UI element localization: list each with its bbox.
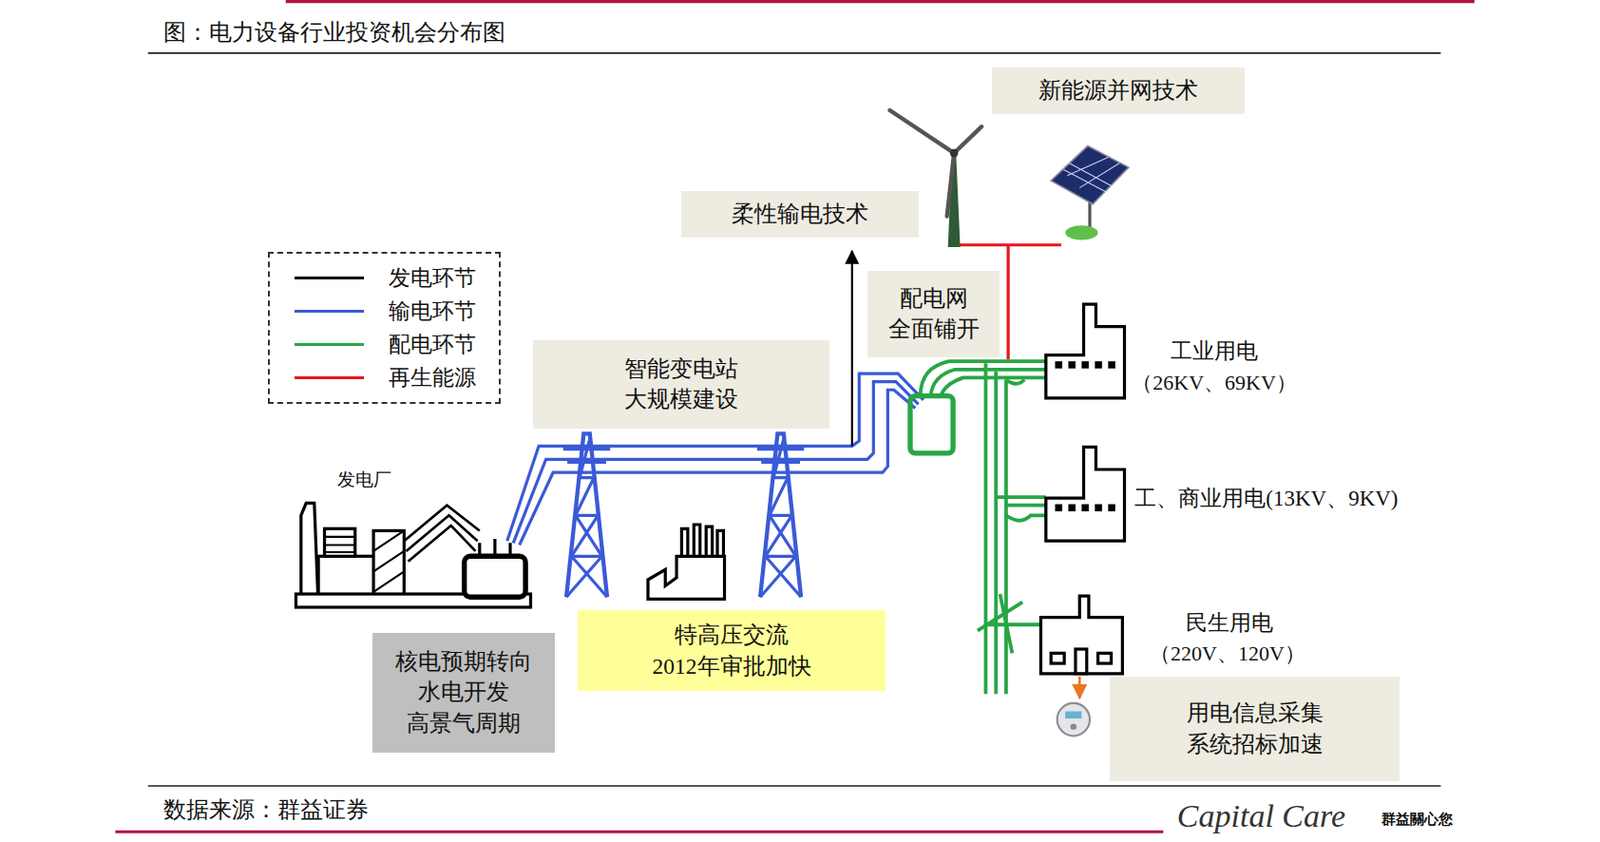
legend-line-sample [294, 376, 364, 380]
box-text: 用电信息采集 系统招标加速 [1186, 697, 1324, 760]
logo-slogan: 群益關心您 [1381, 810, 1453, 829]
box-text: 特高压交流 2012年审批加快 [652, 619, 812, 682]
callout-box: 配电网 全面铺开 [867, 270, 1001, 358]
legend-entry: 发电环节 [269, 261, 499, 295]
legend-entry: 输电环节 [269, 294, 499, 328]
solar-panel-icon [1065, 225, 1098, 240]
power-grid-illustration [757, 433, 804, 597]
power-grid-illustration [563, 433, 610, 597]
house-icon [1098, 652, 1112, 664]
power-plant-icon [324, 528, 356, 556]
callout-box: 智能变电站 大规模建设 [533, 340, 831, 429]
legend-line-sample [294, 276, 364, 280]
solar-panel-icon [1050, 146, 1129, 205]
meter-icon [1057, 703, 1090, 736]
factory-icon [647, 524, 725, 599]
factory-icon [681, 524, 724, 556]
callout-box: 柔性输电技术 [681, 190, 918, 237]
distribution-lines [930, 369, 1046, 397]
distribution-lines [977, 593, 1042, 653]
legend-box: 发电环节输电环节配电环节再生能源 [267, 251, 501, 404]
meter-icon [1065, 711, 1082, 720]
solar-panel-icon [1050, 146, 1129, 241]
legend-line-sample [294, 342, 364, 346]
meter-icon [1057, 703, 1090, 736]
box-text: 柔性输电技术 [731, 198, 869, 229]
box-text: 智能变电站 大规模建设 [624, 353, 739, 416]
distribution-lines [910, 361, 1047, 694]
distribution-lines [910, 396, 953, 454]
box-text: 配电网 全面铺开 [888, 283, 980, 345]
box-text: 核电预期转向 水电开发 高景气周期 [395, 646, 533, 739]
wind-turbine-icon [950, 149, 959, 158]
source-caption: 数据来源：群益证券 [163, 794, 369, 825]
legend-line-sample [294, 309, 364, 313]
callout-box: 特高压交流 2012年审批加快 [577, 609, 886, 691]
power-plant-icon [479, 538, 511, 556]
legend-entry: 配电环节 [269, 327, 499, 362]
house-icon [1040, 595, 1123, 674]
power-plant-icon [403, 505, 479, 562]
top-red-rule [285, 0, 1475, 3]
figure-title: 图：电力设备行业投资机会分布图 [163, 17, 506, 48]
legend-text: 发电环节 [388, 263, 477, 293]
legend-entry: 再生能源 [269, 361, 499, 395]
house-icon [1050, 652, 1065, 664]
factory-icon [647, 555, 725, 599]
leader-arrow [851, 250, 854, 446]
power-plant-icon [295, 502, 531, 608]
voltage-label: （220V、120V） [1149, 639, 1306, 668]
power-grid-illustration [1046, 446, 1125, 541]
plant-label: 发电厂 [337, 467, 392, 493]
power-plant-icon [324, 536, 356, 553]
house-icon [1040, 595, 1123, 674]
power-grid-illustration [1046, 304, 1125, 399]
callout-box: 用电信息采集 系统招标加速 [1109, 676, 1400, 781]
legend-text: 再生能源 [388, 362, 477, 393]
power-plant-icon [373, 530, 404, 597]
logo-text: Capital Care [1177, 798, 1346, 835]
bottom-red-rule [114, 830, 1163, 834]
box-text: 新能源并网技术 [1038, 75, 1199, 106]
solar-panel-icon [1063, 156, 1120, 192]
load-label: 民生用电 [1185, 608, 1274, 638]
meter-icon [1070, 723, 1077, 729]
house-icon [1075, 648, 1087, 674]
caption-rule [148, 784, 1442, 787]
callout-box: 新能源并网技术 [991, 67, 1245, 114]
load-label: 工、商业用电(13KV、9KV) [1134, 483, 1398, 514]
legend-text: 输电环节 [388, 296, 477, 326]
legend-text: 配电环节 [388, 329, 477, 360]
meter-arrow [1078, 676, 1082, 699]
solar-panel-icon [1087, 202, 1091, 230]
voltage-label: （26KV、69KV） [1131, 368, 1297, 398]
load-label: 工业用电 [1170, 336, 1258, 366]
distribution-lines [940, 377, 1047, 396]
callout-box: 核电预期转向 水电开发 高景气周期 [372, 632, 555, 753]
power-plant-icon [301, 502, 319, 608]
distribution-lines [920, 361, 1047, 397]
title-rule [148, 52, 1442, 55]
power-plant-icon [464, 555, 526, 597]
distribution-lines [985, 362, 1006, 694]
distribution-lines [995, 380, 1047, 521]
power-plant-icon [373, 530, 404, 591]
